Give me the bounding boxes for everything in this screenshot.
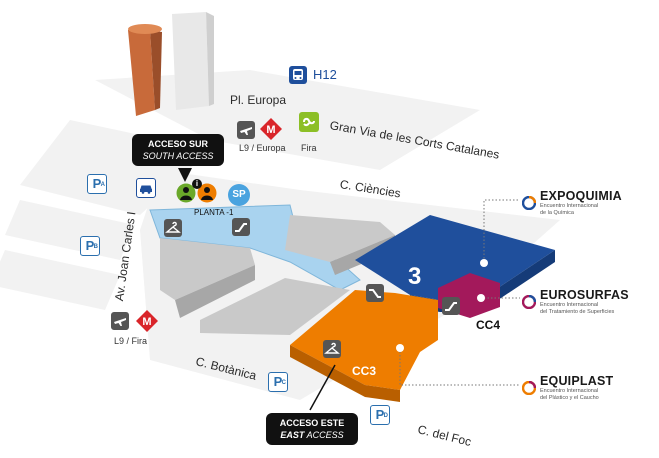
parking-letter: P bbox=[375, 407, 385, 422]
expoquimia-sub2: de la Química bbox=[540, 209, 574, 216]
parking-letter: P bbox=[92, 176, 102, 191]
south-access-subtitle: SOUTH ACCESS bbox=[142, 151, 214, 161]
tower-copper bbox=[128, 24, 162, 116]
escalator-icon bbox=[442, 297, 460, 315]
equiplast-name: EQUIPLAST bbox=[540, 374, 614, 388]
bus-line-label: H12 bbox=[313, 67, 337, 82]
metro-europa-label: L9 / Europa bbox=[239, 143, 286, 153]
equiplast-sub2: del Plástico y el Caucho bbox=[540, 394, 599, 401]
metro-fira-station: / Fira bbox=[126, 336, 148, 346]
eurosurfas-sub1: Encuentro Internacional bbox=[540, 302, 599, 308]
sp-badge: SP bbox=[228, 184, 250, 206]
metro-fira-line: L9 bbox=[114, 336, 125, 346]
airplane-icon bbox=[111, 312, 129, 330]
info-badge: i bbox=[192, 179, 202, 189]
brand-eurosurfas: EUROSURFAS Encuentro Internacional del T… bbox=[522, 288, 629, 315]
metro-icon: M bbox=[259, 117, 283, 141]
brand-equiplast: EQUIPLAST Encuentro Internacional del Pl… bbox=[522, 374, 613, 401]
escalator-icon bbox=[366, 284, 384, 302]
svg-text:M: M bbox=[142, 316, 151, 328]
cc3-block bbox=[290, 290, 438, 402]
coat-hanger-icon bbox=[323, 340, 341, 358]
parking-sub: C bbox=[281, 380, 286, 386]
hall-markers bbox=[396, 259, 488, 352]
taxi-icon bbox=[136, 178, 156, 198]
south-access-callout: ACCESO SUR SOUTH ACCESS bbox=[132, 134, 224, 166]
hall-3-label: 3 bbox=[408, 263, 422, 290]
parking-sub: A bbox=[100, 182, 105, 188]
east-access-sub-rest: ACCESS bbox=[304, 430, 344, 440]
metro-fira-label: L9 / Fira bbox=[114, 336, 147, 346]
svg-text:M: M bbox=[266, 124, 275, 136]
cc4-label: CC4 bbox=[476, 318, 501, 332]
coat-hanger-icon bbox=[164, 219, 182, 237]
grey-buildings bbox=[160, 215, 395, 335]
metro-europa-line: L9 bbox=[239, 143, 250, 153]
tower-white bbox=[172, 12, 214, 110]
eurosurfas-logo-icon bbox=[522, 294, 536, 309]
expoquimia-logo-icon bbox=[522, 195, 536, 210]
planta-label: PLANTA -1 bbox=[194, 208, 234, 217]
escalator-icon bbox=[232, 218, 250, 236]
metro-icon: M bbox=[135, 309, 159, 333]
east-access-sub-bold: EAST bbox=[280, 430, 305, 440]
street-pl-europa: Pl. Europa bbox=[230, 93, 287, 107]
eurosurfas-name: EUROSURFAS bbox=[540, 288, 629, 302]
parking-letter: P bbox=[273, 374, 283, 389]
equiplast-logo-icon bbox=[522, 380, 536, 395]
fira-label: Fira bbox=[301, 143, 317, 153]
east-access-title: ACCESO ESTE bbox=[279, 418, 345, 428]
cc3-label: CC3 bbox=[352, 364, 377, 378]
brand-leaders bbox=[399, 199, 520, 386]
expoquimia-name: EXPOQUIMIA bbox=[540, 189, 622, 203]
equiplast-sub1: Encuentro Internacional bbox=[540, 388, 599, 394]
brand-expoquimia: EXPOQUIMIA Encuentro Internacional de la… bbox=[522, 189, 622, 216]
parking-sub: B bbox=[93, 244, 98, 250]
bus-icon bbox=[289, 66, 307, 84]
metro-europa-station: / Europa bbox=[251, 143, 286, 153]
south-access-pointer bbox=[178, 168, 192, 182]
eurosurfas-sub2: del Tratamiento de Superficies bbox=[540, 308, 615, 315]
parking-sub: D bbox=[383, 413, 388, 419]
east-access-pointer bbox=[309, 364, 336, 411]
east-access-callout: ACCESO ESTE EAST ACCESS bbox=[266, 413, 358, 445]
expoquimia-sub1: Encuentro Internacional bbox=[540, 203, 599, 209]
airplane-icon bbox=[237, 121, 255, 139]
fira-logo-icon bbox=[299, 112, 319, 132]
south-access-title: ACCESO SUR bbox=[147, 139, 208, 149]
parking-letter: P bbox=[85, 238, 95, 253]
info-people-icon bbox=[176, 183, 218, 203]
